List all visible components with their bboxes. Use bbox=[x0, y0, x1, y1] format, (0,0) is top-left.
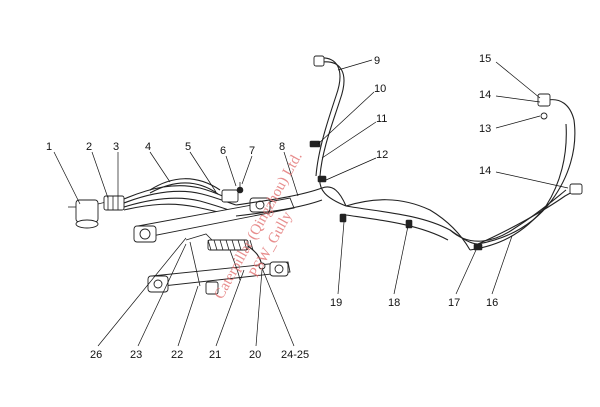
callout-21: 21 bbox=[209, 349, 221, 361]
callout-labels: 1 2 3 4 5 6 7 8 9 10 11 12 15 14 13 14 1… bbox=[46, 53, 498, 361]
main-hoses bbox=[235, 55, 583, 251]
callout-11: 11 bbox=[376, 113, 387, 125]
callout-5: 5 bbox=[185, 141, 191, 153]
callout-2: 2 bbox=[86, 141, 92, 153]
callout-6: 6 bbox=[220, 145, 226, 157]
callout-10: 10 bbox=[374, 83, 386, 95]
callout-9: 9 bbox=[374, 55, 380, 67]
callout-20: 20 bbox=[249, 349, 261, 361]
callout-4: 4 bbox=[145, 141, 151, 153]
hose-bundle bbox=[103, 178, 237, 217]
callout-3: 3 bbox=[113, 141, 119, 153]
callout-24-25: 24-25 bbox=[281, 349, 309, 361]
watermark: Caterpillar (Qingzhou) Ltd. PSW_Gully bbox=[212, 150, 306, 302]
spring-coil bbox=[207, 239, 254, 251]
callout-14-upper: 14 bbox=[479, 89, 491, 101]
callout-14-lower: 14 bbox=[479, 165, 491, 177]
lower-frame bbox=[147, 233, 291, 295]
callout-7: 7 bbox=[249, 145, 255, 157]
callout-18: 18 bbox=[388, 297, 400, 309]
end-fitting bbox=[68, 199, 107, 229]
callout-26: 26 bbox=[90, 349, 102, 361]
callout-19: 19 bbox=[330, 297, 342, 309]
leader-lines bbox=[53, 59, 569, 347]
callout-1: 1 bbox=[46, 141, 52, 153]
callout-13: 13 bbox=[479, 123, 491, 135]
callout-17: 17 bbox=[448, 297, 460, 309]
callout-16: 16 bbox=[486, 297, 498, 309]
callout-8: 8 bbox=[279, 141, 285, 153]
callout-23: 23 bbox=[130, 349, 142, 361]
callout-12: 12 bbox=[376, 149, 388, 161]
upper-frame bbox=[133, 182, 295, 243]
callout-15: 15 bbox=[479, 53, 491, 65]
callout-22: 22 bbox=[171, 349, 183, 361]
